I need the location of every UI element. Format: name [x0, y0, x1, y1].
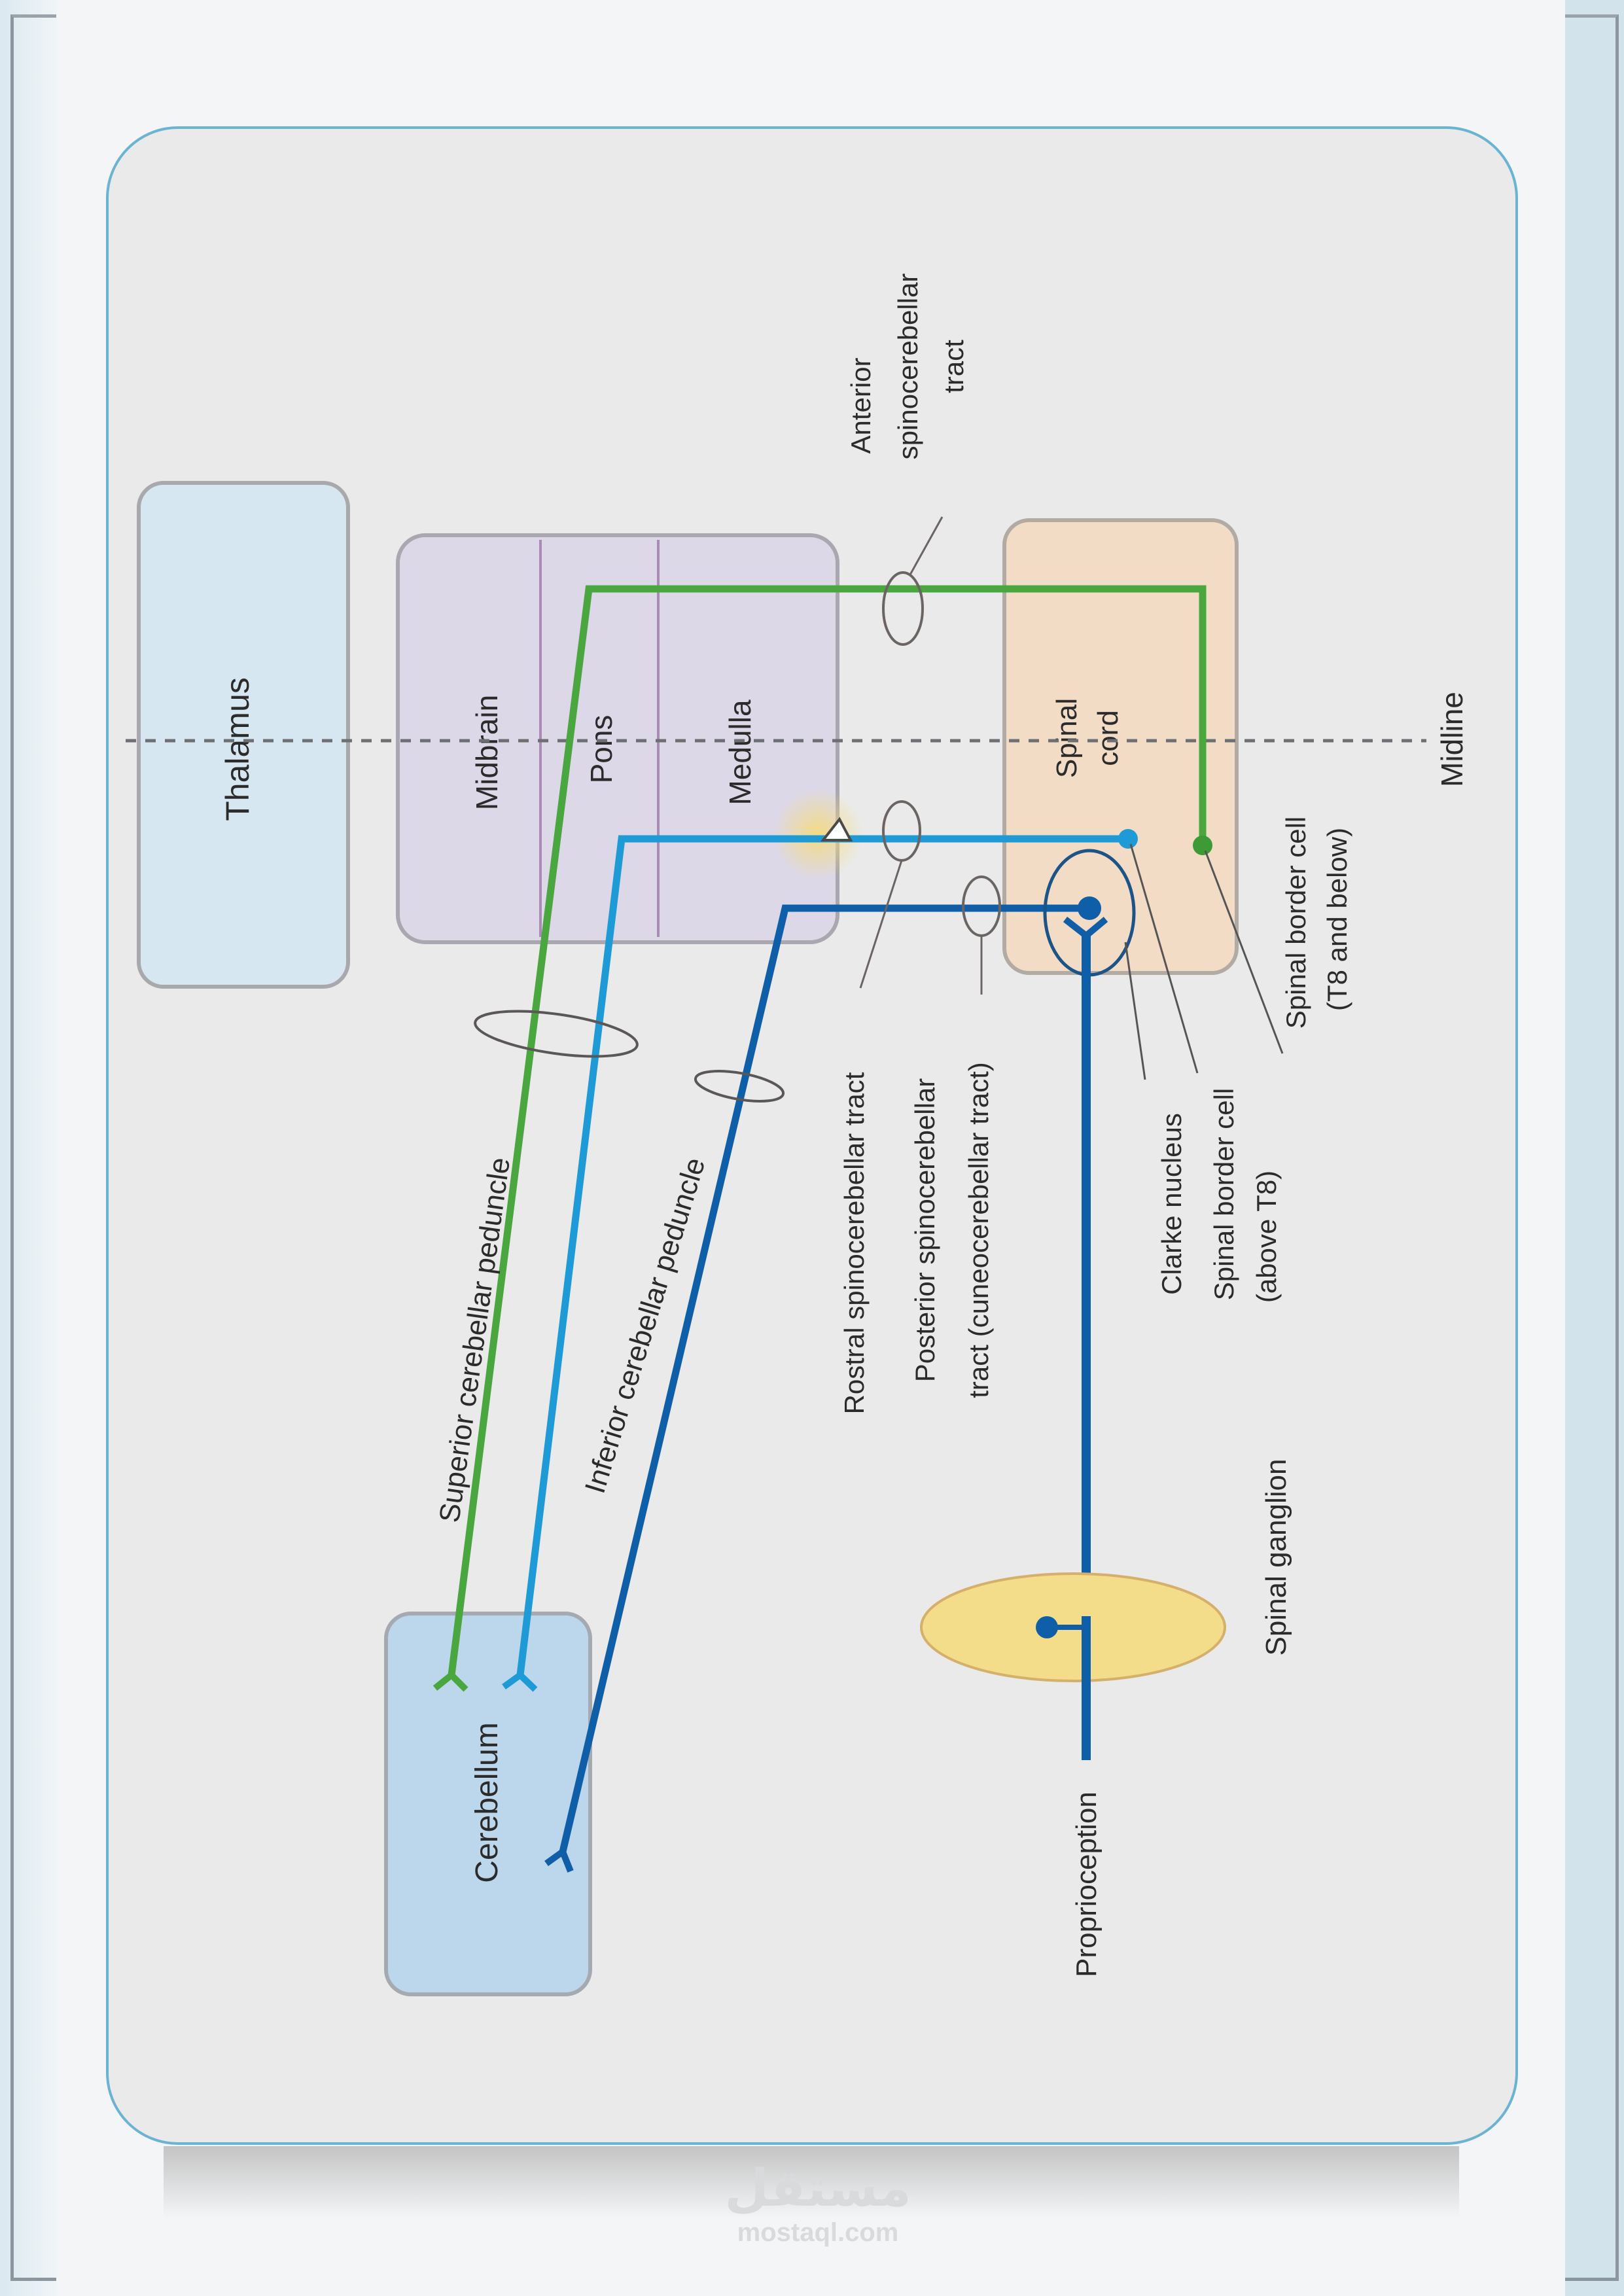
left-margin-strip: [0, 0, 56, 2296]
border-cell-below-soma: [1193, 836, 1212, 855]
spinal-cord-box: Spinal cord: [1002, 518, 1239, 975]
anterior-tract-path: [448, 585, 1207, 1676]
border-cell-above-leader: [1129, 843, 1199, 1074]
decussation-triangle-icon: [820, 817, 853, 841]
posterior-tract-label-line2: tract (cuneocerebellar tract): [963, 1062, 994, 1398]
medulla-glow: [772, 788, 864, 880]
anterior-tract-label-line2: spinocerebellar: [892, 274, 923, 460]
cerebellum-box: Cerebellum: [384, 1612, 592, 1996]
rostral-tract-label: Rostral spinocerebellar tract: [839, 1072, 870, 1414]
rostral-tract-bundle: [882, 800, 921, 862]
medulla-label: Medulla: [723, 699, 757, 805]
midbrain-label: Midbrain: [470, 695, 504, 810]
midline-label: Midline: [1435, 692, 1469, 787]
watermark-arabic: مستقل: [724, 2159, 911, 2218]
posterior-tract-label-line1: Posterior spinocerebellar: [909, 1078, 940, 1383]
diagram-panel: [106, 126, 1518, 2145]
left-frame-bracket: [10, 14, 56, 2281]
right-margin-strip: [1565, 0, 1624, 2296]
afferent-terminal-icon: [1063, 917, 1108, 938]
rostral-tract-leader: [859, 860, 903, 989]
watermark-latin: mostaql.com: [737, 2218, 899, 2247]
right-frame-bracket: [1561, 14, 1619, 2281]
clarke-nucleus-leader: [1124, 942, 1146, 1080]
clarke-nucleus-label: Clarke nucleus: [1156, 1113, 1187, 1295]
inferior-peduncle-bundle: [694, 1070, 785, 1103]
watermark: مستقل mostaql.com: [713, 2159, 923, 2247]
spinal-cord-label-line1: Spinal: [1051, 698, 1083, 778]
rostral-tract-terminal-icon: [502, 1672, 538, 1692]
anterior-tract-bundle: [882, 571, 924, 646]
anterior-tract-label-line1: Anterior: [845, 357, 876, 453]
anterior-tract-label-line3: tract: [938, 340, 969, 393]
cerebellum-label: Cerebellum: [470, 1722, 504, 1882]
posterior-tract-path: [559, 904, 1089, 1853]
clarke-nucleus-soma: [1078, 896, 1101, 920]
superior-peduncle-bundle: [474, 1010, 639, 1058]
border-cell-below-label-line1: Spinal border cell: [1280, 817, 1311, 1029]
anterior-tract-terminal-icon: [432, 1672, 468, 1692]
spinal-ganglion-label: Spinal ganglion: [1260, 1459, 1292, 1656]
posterior-tract-terminal-icon: [544, 1848, 574, 1873]
rostral-tract-path: [516, 835, 1128, 1676]
border-cell-above-label-line2: (above T8): [1251, 1171, 1282, 1303]
proprioception-label: Proprioception: [1070, 1792, 1103, 1977]
spinal-cord-label-line2: cord: [1092, 710, 1124, 766]
thalamus-label: Thalamus: [219, 677, 256, 821]
pons-label: Pons: [584, 715, 618, 784]
panel-shadow: [164, 2146, 1459, 2218]
ganglion-cell-soma: [1036, 1616, 1058, 1638]
thalamus-box: Thalamus: [137, 481, 350, 989]
border-cell-above-label-line1: Spinal border cell: [1209, 1088, 1239, 1301]
inferior-peduncle-label: Inferior cerebellar peduncle: [579, 1154, 712, 1497]
anterior-tract-leader: [908, 516, 944, 576]
border-cell-above-soma: [1118, 829, 1138, 849]
border-cell-below-leader: [1204, 850, 1284, 1054]
border-cell-below-label-line2: (T8 and below): [1322, 828, 1352, 1011]
